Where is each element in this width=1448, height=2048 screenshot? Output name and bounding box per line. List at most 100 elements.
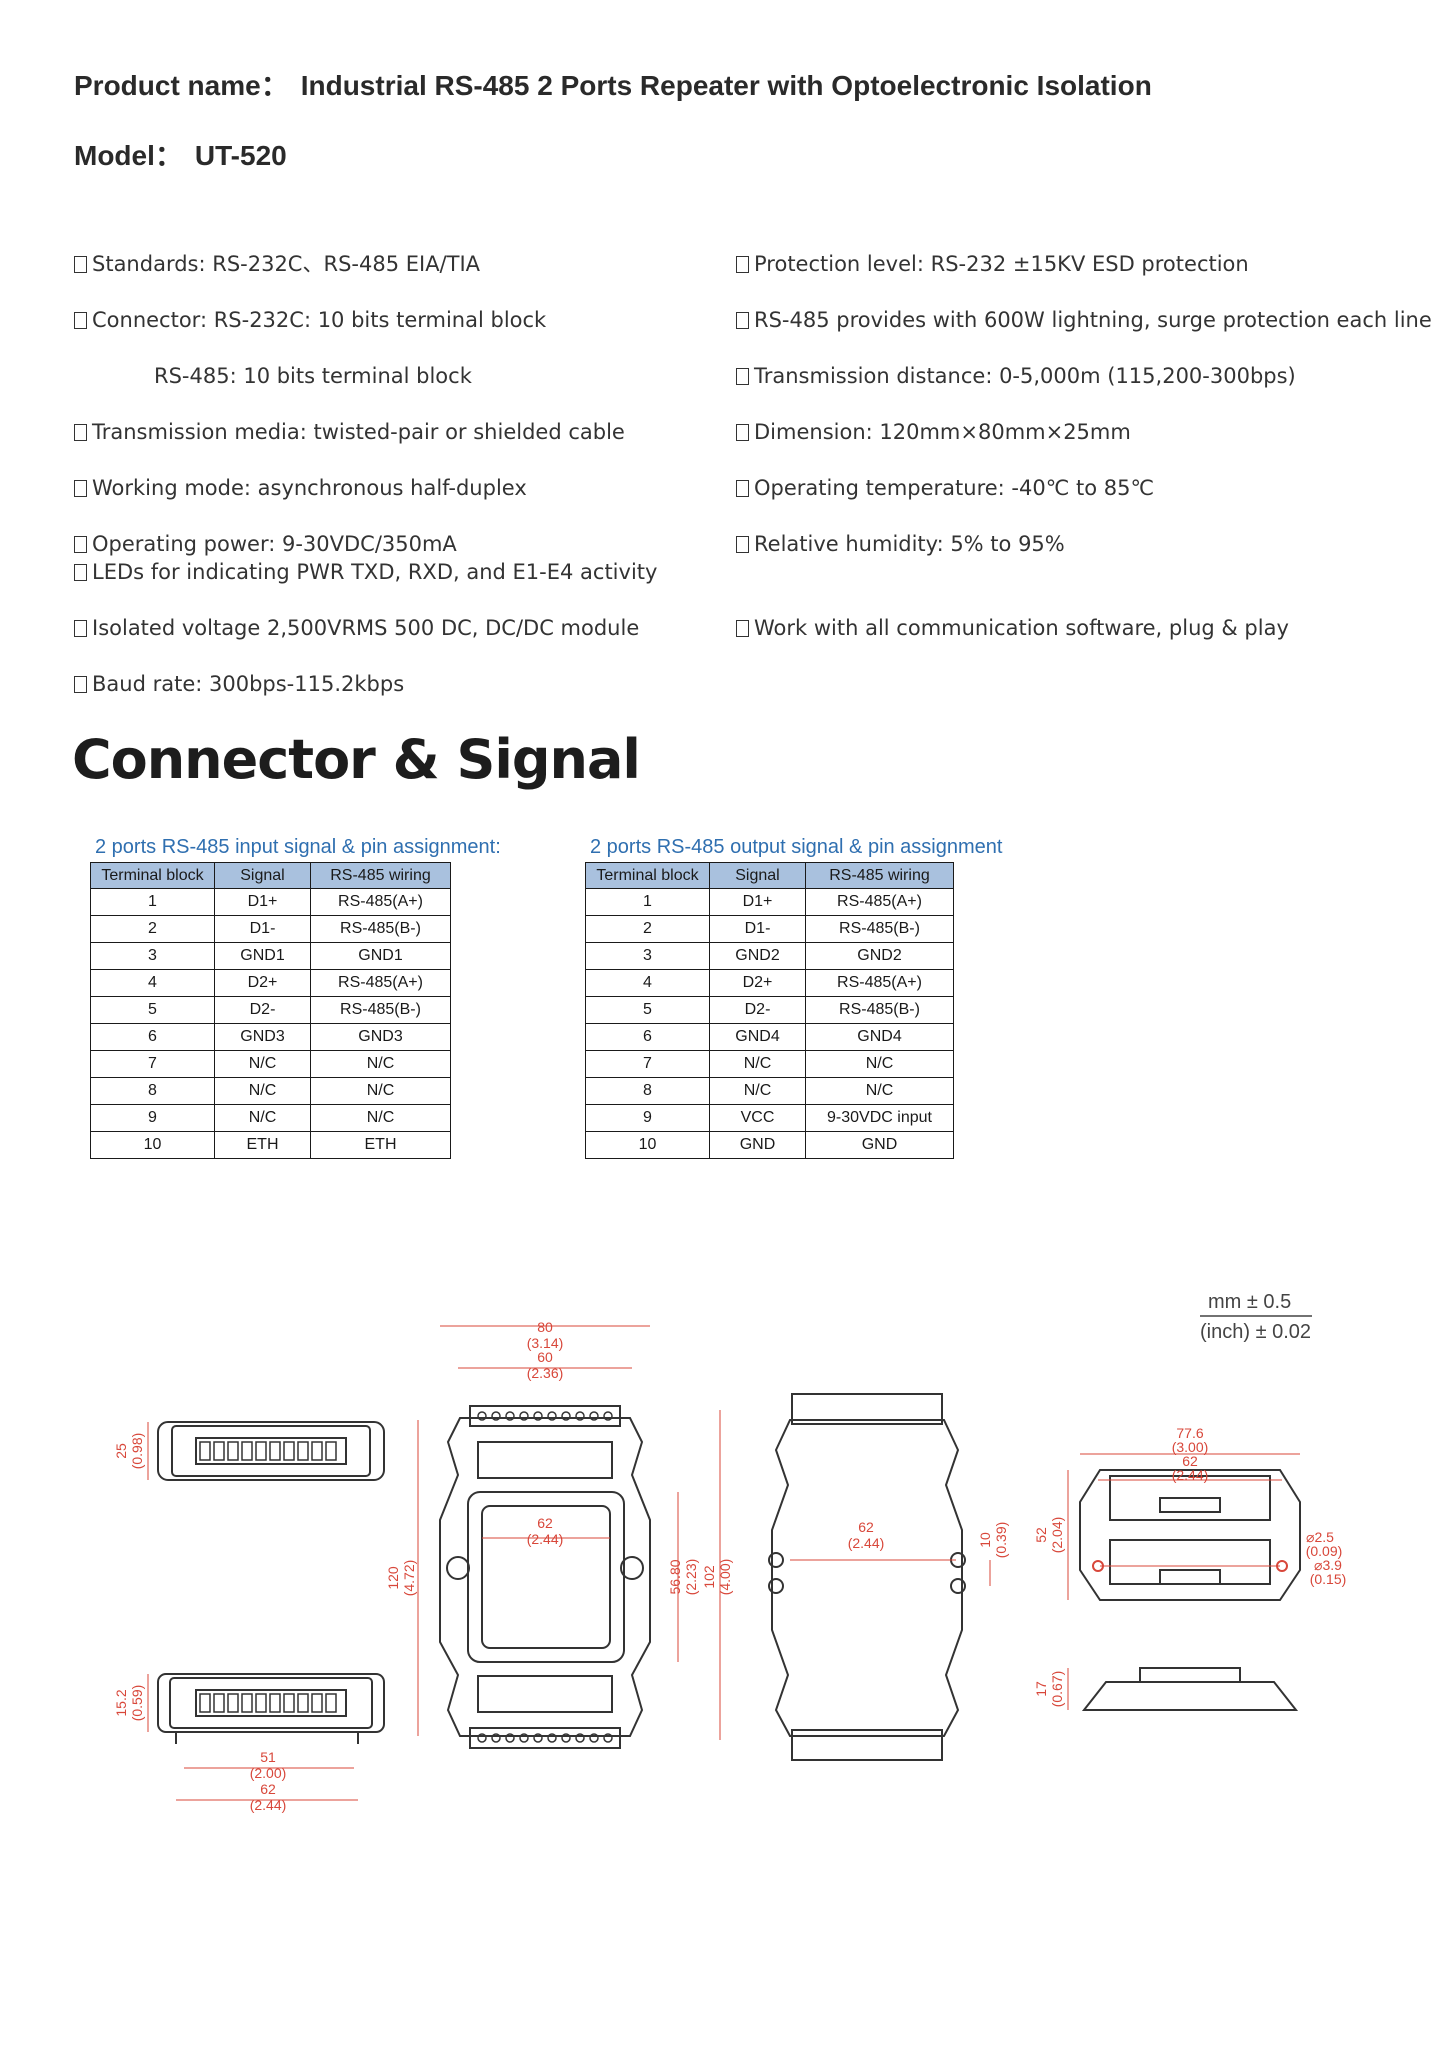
dim-hole-2-5-inch: (0.09) [1306, 1543, 1343, 1559]
signal-cell: GND2 [709, 942, 806, 970]
bullet-icon [736, 620, 749, 637]
table-header-row: Terminal block Signal RS-485 wiring [90, 862, 451, 889]
tolerance-note: mm ± 0.5 (inch) ± 0.02 [1200, 1291, 1312, 1343]
spec-dimension: Dimension: 120mm×80mm×25mm [736, 418, 1131, 446]
dim-hole-3-9-inch: (0.15) [1310, 1571, 1347, 1587]
dim-hole-3-9: ⌀3.9 [1314, 1557, 1342, 1573]
dim-width-77-6-inch: (3.00) [1172, 1439, 1209, 1455]
spec-baud-rate: Baud rate: 300bps-115.2kbps [74, 670, 404, 698]
pin-cell: 6 [90, 1023, 215, 1051]
bullet-icon [74, 564, 87, 581]
pin-cell: 9 [90, 1104, 215, 1132]
spec-power: Operating power: 9-30VDC/350mA [74, 530, 457, 558]
dim-height-102: 102 [701, 1565, 717, 1589]
pin-cell: 7 [90, 1050, 215, 1078]
model-line: Model：UT-520 [74, 134, 287, 174]
pin-cell: 3 [90, 942, 215, 970]
side-view-bottom [157, 1673, 385, 1744]
bullet-icon [74, 620, 87, 637]
dim-hole-2-5: ⌀2.5 [1306, 1529, 1334, 1545]
spec-working-mode: Working mode: asynchronous half-duplex [74, 474, 527, 502]
bullet-icon [736, 424, 749, 441]
pin-cell: 2 [90, 915, 215, 943]
table-header-row: Terminal block Signal RS-485 wiring [585, 862, 954, 889]
spec-isolation: Isolated voltage 2,500VRMS 500 DC, DC/DC… [74, 614, 639, 642]
product-label: Product name： [74, 70, 289, 101]
wiring-cell: N/C [310, 1077, 451, 1105]
wiring-cell: RS-485(B-) [805, 915, 954, 943]
wiring-cell: GND [805, 1131, 954, 1159]
spec-standards: Standards: RS-232C、RS-485 EIA/TIA [74, 250, 480, 278]
pin-cell: 4 [90, 969, 215, 997]
wiring-cell: N/C [310, 1050, 451, 1078]
dim-width-62-back: 62 [858, 1519, 874, 1535]
spec-connector: Connector: RS-232C: 10 bits terminal blo… [74, 306, 546, 334]
spec-connector-rs485: RS-485: 10 bits terminal block [154, 364, 472, 388]
wiring-cell: ETH [310, 1131, 451, 1159]
product-name-line: Product name： Industrial RS-485 2 Ports R… [74, 64, 1152, 104]
wiring-cell: GND4 [805, 1023, 954, 1051]
bullet-icon [74, 480, 87, 497]
wiring-cell: RS-485(B-) [310, 996, 451, 1024]
bullet-icon [74, 312, 87, 329]
wiring-cell: RS-485(A+) [805, 888, 954, 916]
dim-width-62-bottom-inch: (2.44) [250, 1797, 287, 1813]
dim-height-120-inch: (4.72) [401, 1560, 417, 1597]
signal-cell: N/C [214, 1104, 311, 1132]
spec-distance: Transmission distance: 0-5,000m (115,200… [736, 362, 1296, 390]
back-view [768, 1393, 966, 1761]
spec-media: Transmission media: twisted-pair or shie… [74, 418, 625, 446]
model-label: Model： [74, 140, 183, 171]
signal-cell: D1- [709, 915, 806, 943]
bullet-icon [736, 480, 749, 497]
wiring-cell: N/C [805, 1050, 954, 1078]
dim-width-60-inch: (2.36) [527, 1365, 564, 1381]
section-title: Connector & Signal [72, 728, 641, 791]
pin-cell: 8 [90, 1077, 215, 1105]
dim-height-56-80-inch: (2.23) [683, 1559, 699, 1596]
end-view-bottom [1081, 1667, 1299, 1711]
dim-width-60: 60 [537, 1349, 553, 1365]
product-name: Industrial RS-485 2 Ports Repeater with … [300, 70, 1152, 101]
signal-cell: D2+ [709, 969, 806, 997]
bullet-icon [736, 536, 749, 553]
output-table-caption: 2 ports RS-485 output signal & pin assig… [590, 836, 1003, 858]
pin-cell: 4 [585, 969, 710, 997]
dim-width-62-front-inch: (2.44) [527, 1531, 564, 1547]
signal-cell: D1- [214, 915, 311, 943]
signal-cell: GND3 [214, 1023, 311, 1051]
dim-height-10: 10 [977, 1532, 993, 1548]
spec-leds: LEDs for indicating PWR TXD, RXD, and E1… [74, 558, 657, 586]
pin-cell: 8 [585, 1077, 710, 1105]
pin-cell: 6 [585, 1023, 710, 1051]
dim-height-17: 17 [1033, 1681, 1049, 1697]
pin-cell: 2 [585, 915, 710, 943]
pin-cell: 5 [585, 996, 710, 1024]
dim-height-15-2-inch: (0.59) [129, 1685, 145, 1722]
pin-cell: 1 [90, 888, 215, 916]
wiring-cell: N/C [805, 1077, 954, 1105]
bullet-icon [736, 368, 749, 385]
side-view-top [157, 1421, 385, 1481]
front-view [439, 1405, 651, 1749]
signal-cell: D2+ [214, 969, 311, 997]
end-view [1079, 1469, 1301, 1601]
spec-surge: RS-485 provides with 600W lightning, sur… [736, 306, 1432, 334]
signal-cell: N/C [709, 1050, 806, 1078]
dim-width-62-end-inch: (2.44) [1172, 1467, 1209, 1483]
wiring-cell: RS-485(B-) [310, 915, 451, 943]
bullet-icon [74, 256, 87, 273]
